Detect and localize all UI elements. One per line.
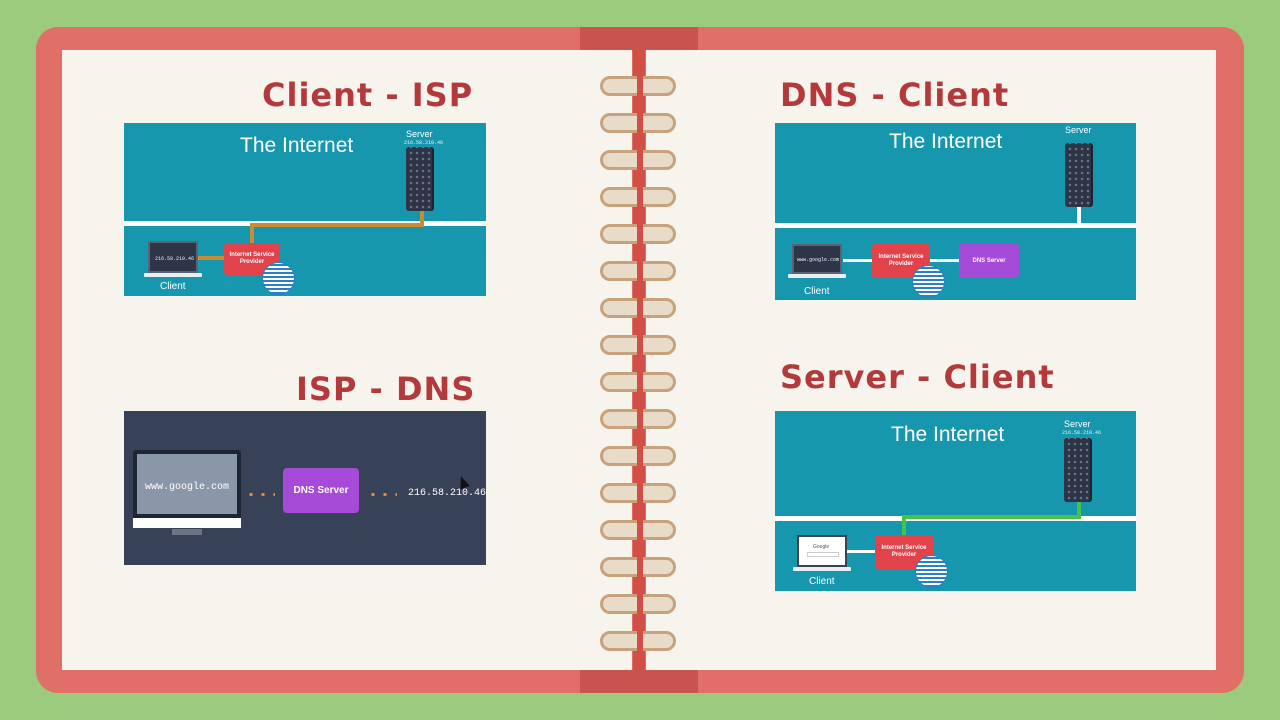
laptop-base bbox=[788, 274, 846, 278]
client-screen-text: www.google.com bbox=[797, 257, 840, 263]
client-isp-title: Client - ISP bbox=[262, 76, 474, 114]
monitor-bezel bbox=[133, 518, 241, 528]
ip-address-text: 216.58.210.46 bbox=[408, 488, 486, 499]
spiral-ring bbox=[600, 409, 676, 429]
spiral-ring bbox=[600, 298, 676, 318]
laptop-base bbox=[793, 567, 851, 571]
spiral-ring bbox=[600, 594, 676, 614]
server-link bbox=[1077, 207, 1081, 225]
link-segment bbox=[420, 211, 424, 227]
monitor-stand bbox=[172, 529, 202, 535]
link-segment bbox=[843, 259, 873, 262]
server-label: Server bbox=[406, 129, 433, 139]
server-client-title: Server - Client bbox=[780, 358, 1055, 396]
dns-server-box: DNS Server bbox=[959, 243, 1019, 278]
monitor-screen-text: www.google.com bbox=[145, 482, 230, 493]
globe-icon bbox=[262, 262, 295, 295]
server-label: Server bbox=[1064, 419, 1091, 429]
spiral-ring bbox=[600, 520, 676, 540]
internet-label: The Internet bbox=[891, 423, 1005, 446]
server-client-panel: The Internet Server 216.58.210.46 Google… bbox=[775, 411, 1136, 591]
isp-dns-title: ISP - DNS bbox=[296, 370, 476, 408]
link-segment bbox=[250, 223, 424, 227]
monitor-screen: www.google.com bbox=[137, 454, 237, 514]
server-icon bbox=[1065, 143, 1091, 207]
link-segment bbox=[845, 550, 875, 553]
binding-top bbox=[580, 27, 698, 51]
dns-client-title: DNS - Client bbox=[780, 76, 1010, 114]
spiral-ring bbox=[600, 113, 676, 133]
server-icon bbox=[406, 147, 432, 211]
internet-label: The Internet bbox=[889, 130, 1003, 153]
spiral-ring bbox=[600, 150, 676, 170]
client-screen-text: Google bbox=[813, 544, 830, 550]
client-label: Client bbox=[160, 281, 186, 292]
laptop-icon: Google bbox=[797, 535, 847, 567]
laptop-base bbox=[144, 273, 202, 277]
globe-icon bbox=[912, 265, 945, 298]
client-screen-text: 216.58.210.46 bbox=[155, 256, 195, 262]
link-segment bbox=[930, 259, 960, 262]
dotted-link bbox=[245, 493, 275, 496]
client-isp-panel: The Internet Server 216.58.210.46 216.58… bbox=[124, 123, 486, 296]
dns-server-box: DNS Server bbox=[283, 468, 359, 513]
spiral-ring bbox=[600, 631, 676, 651]
globe-icon bbox=[915, 555, 948, 588]
isp-dns-panel: www.google.com DNS Server 216.58.210.46 bbox=[124, 411, 486, 565]
spiral-ring bbox=[600, 335, 676, 355]
link-segment bbox=[1077, 502, 1081, 518]
spiral-ring bbox=[600, 483, 676, 503]
binding-bottom bbox=[580, 670, 698, 693]
server-ip: 216.58.210.46 bbox=[404, 140, 444, 146]
link-segment bbox=[250, 223, 254, 245]
monitor-icon: www.google.com bbox=[133, 450, 241, 528]
spiral-ring bbox=[600, 76, 676, 96]
isp-box: Internet Service Provider bbox=[875, 535, 933, 569]
spiral-ring bbox=[600, 372, 676, 392]
laptop-icon: 216.58.210.46 bbox=[148, 241, 198, 273]
client-label: Client bbox=[804, 286, 830, 297]
spiral-ring bbox=[600, 557, 676, 577]
internet-label: The Internet bbox=[240, 134, 354, 157]
search-box bbox=[807, 552, 839, 557]
link-segment bbox=[902, 515, 1081, 519]
spiral-ring bbox=[600, 261, 676, 281]
isp-box: Internet Service Provider bbox=[224, 243, 280, 275]
laptop-icon: www.google.com bbox=[792, 244, 842, 274]
server-label: Server bbox=[1065, 125, 1092, 135]
link-segment bbox=[902, 515, 906, 537]
dotted-link bbox=[367, 493, 397, 496]
spiral-ring bbox=[600, 224, 676, 244]
dns-client-panel: The Internet Server www.google.com Clien… bbox=[775, 123, 1136, 300]
client-label: Client bbox=[809, 576, 835, 587]
notebook-spine bbox=[633, 50, 645, 670]
internet-boundary bbox=[775, 223, 1136, 228]
spiral-ring bbox=[600, 187, 676, 207]
link-segment bbox=[194, 256, 226, 260]
spiral-ring bbox=[600, 446, 676, 466]
server-ip: 216.58.210.46 bbox=[1062, 430, 1102, 436]
server-icon bbox=[1064, 438, 1090, 502]
